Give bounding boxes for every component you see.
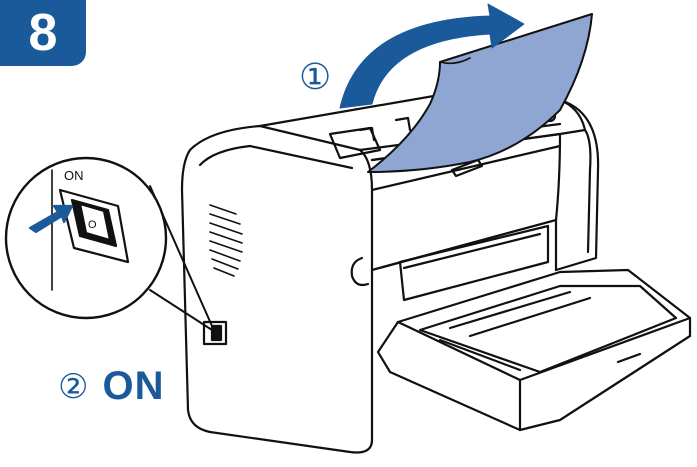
step2-label: ② ON <box>58 364 164 409</box>
inset-on-label: ON <box>64 168 84 183</box>
step2-marker: ② <box>58 367 88 407</box>
step-number-badge: 8 <box>0 0 86 66</box>
step1-marker: ① <box>299 60 331 96</box>
step2-on-text: ON <box>102 364 164 409</box>
step-number: 8 <box>29 7 58 59</box>
inset-switch-mark: O <box>88 219 97 231</box>
